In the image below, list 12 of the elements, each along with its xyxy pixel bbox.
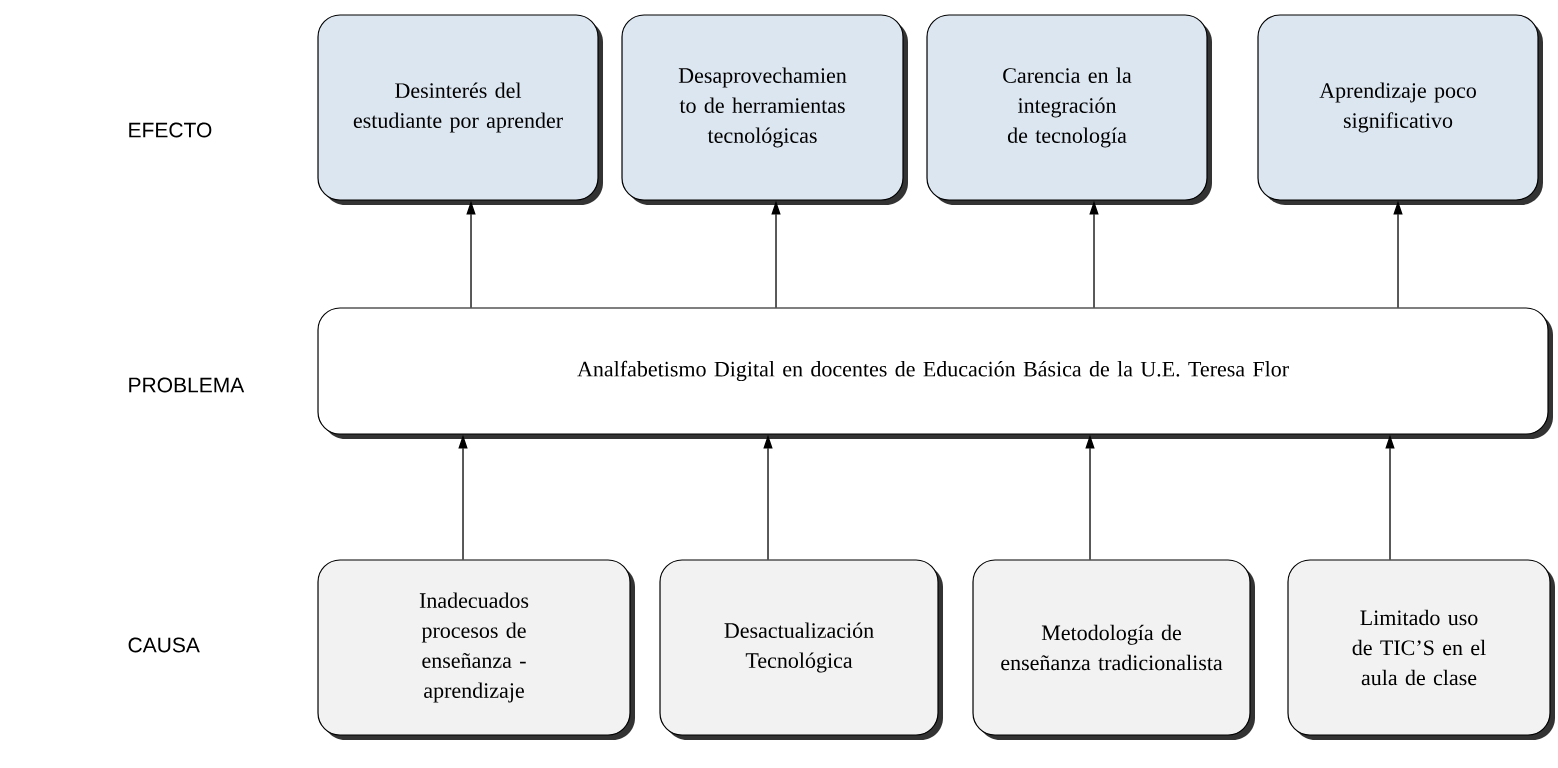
cause-box: Limitado uso de TIC’S en el aula de clase xyxy=(1287,559,1555,740)
cause-box: Inadecuados procesos de enseñanza - aprendizaje xyxy=(317,559,635,740)
effect-box: Carencia en la integración de tecnología xyxy=(926,14,1212,205)
row-label: EFECTO xyxy=(129,122,212,138)
cause-box: Desactualización Tecnológica xyxy=(659,559,943,740)
row-label: PROBLEMA xyxy=(129,377,245,393)
row-label: CAUSA xyxy=(128,637,200,653)
problem-box: Analfabetismo Digital en docentes de Educación Básica de la U.E. Teresa Flor xyxy=(317,307,1553,439)
effect-box: Aprendizaje poco significativo xyxy=(1257,14,1543,205)
effect-box: Desinterés del estudiante por aprender xyxy=(317,14,603,205)
effect-box: Desaprovechamien to de herramientas tecnológicas xyxy=(621,14,908,205)
cause-box: Metodología de enseñanza tradicionalista xyxy=(972,559,1255,740)
